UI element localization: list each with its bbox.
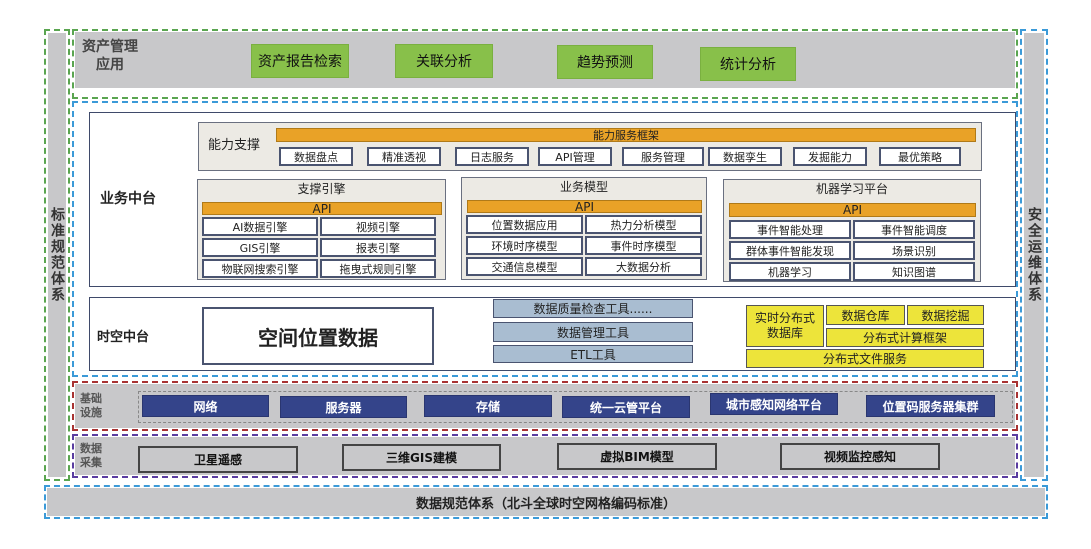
satellite-remote-sensing-button[interactable]: 卫星遥感: [138, 446, 298, 473]
infrastructure-frame: [72, 381, 1018, 431]
middle-platform-frame: [72, 101, 1018, 377]
unified-cloud-platform-button[interactable]: 统一云管平台: [562, 396, 690, 418]
support-engine-api-bar: API: [202, 202, 442, 216]
data-mining: 数据挖掘: [907, 305, 984, 325]
asset-app-title-line2: 应用: [96, 57, 124, 73]
trend-forecast-button[interactable]: 趋势预测: [557, 45, 653, 79]
location-code-server-cluster-button[interactable]: 位置码服务器集群: [866, 395, 995, 417]
ml-platform-cell: 知识图谱: [853, 262, 975, 281]
ml-platform-cell: 群体事件智能发现: [729, 241, 851, 260]
support-engine-title: 支撑引擎: [297, 181, 346, 196]
data-collection-label-line2: 采集: [80, 456, 102, 469]
business-model-cell: 事件时序模型: [585, 236, 702, 255]
etl-tool: ETL工具: [493, 345, 693, 363]
data-standard-frame: [44, 485, 1048, 519]
asset-app-layer: [75, 32, 1015, 88]
data-quality-tool: 数据质量检查工具......: [493, 299, 693, 318]
data-warehouse: 数据仓库: [826, 305, 905, 325]
server-button[interactable]: 服务器: [280, 396, 407, 418]
data-standard-label: 数据规范体系（北斗全球时空网格编码标准）: [47, 488, 1045, 516]
business-platform-label: 业务中台: [100, 191, 156, 207]
ml-platform-cell: 事件智能调度: [853, 220, 975, 239]
video-surveillance-button[interactable]: 视频监控感知: [780, 443, 940, 470]
infrastructure-inner-frame: [138, 391, 1013, 423]
capability-item: 发掘能力: [793, 147, 867, 166]
infrastructure-label: 基础 设施: [80, 392, 102, 420]
data-collection-label-line1: 数据: [80, 442, 102, 455]
capability-framework-bar: 能力服务框架: [276, 128, 976, 142]
capability-support-label: 能力支撑: [208, 138, 261, 153]
capability-item: 日志服务: [455, 147, 529, 166]
business-model-cell: 大数据分析: [585, 257, 702, 276]
support-engine-cell: GIS引擎: [202, 238, 318, 257]
asset-report-search-button[interactable]: 资产报告检索: [251, 44, 349, 78]
3d-gis-modeling-button[interactable]: 三维GIS建模: [342, 444, 501, 471]
capability-item: 精准透视: [367, 147, 441, 166]
support-engine-cell: 报表引擎: [320, 238, 436, 257]
ml-platform-title: 机器学习平台: [815, 181, 888, 196]
security-ops-frame: [1020, 29, 1048, 481]
spatiotemporal-platform-label: 时空中台: [97, 330, 150, 345]
distributed-compute-framework: 分布式计算框架: [826, 328, 984, 347]
realtime-distributed-db: 实时分布式数据库: [746, 305, 824, 347]
standards-pillar: 标准规范体系: [48, 33, 66, 477]
capability-item: API管理: [538, 147, 612, 166]
urban-sensing-network-button[interactable]: 城市感知网络平台: [710, 393, 838, 415]
business-model-title: 业务模型: [559, 179, 608, 194]
data-collection-label: 数据 采集: [80, 442, 102, 470]
standards-frame: [44, 29, 70, 481]
distributed-file-service: 分布式文件服务: [746, 349, 984, 368]
standards-label: 标准规范体系: [49, 207, 65, 303]
security-ops-pillar: 安全运维体系: [1024, 33, 1044, 477]
capability-item: 数据盘点: [279, 147, 353, 166]
data-collection-frame: [72, 434, 1018, 478]
business-model-cell: 热力分析模型: [585, 215, 702, 234]
network-button[interactable]: 网络: [142, 395, 269, 417]
business-model-cell: 位置数据应用: [466, 215, 583, 234]
asset-app-title-line1: 资产管理: [82, 39, 138, 55]
support-engine-cell: AI数据引擎: [202, 217, 318, 236]
asset-app-title: 资产管理 应用: [80, 38, 140, 74]
data-management-tool: 数据管理工具: [493, 322, 693, 342]
correlation-analysis-button[interactable]: 关联分析: [395, 44, 493, 78]
support-engine-cell: 拖曳式规则引擎: [320, 259, 436, 278]
asset-app-frame: [72, 29, 1018, 99]
security-ops-label: 安全运维体系: [1026, 207, 1042, 303]
business-model-cell: 交通信息模型: [466, 257, 583, 276]
business-model-api-bar: API: [467, 200, 702, 214]
infrastructure-label-line1: 基础: [80, 392, 102, 405]
business-model-cell: 环境时序模型: [466, 236, 583, 255]
capability-item: 服务管理: [622, 147, 704, 166]
infrastructure-label-line2: 设施: [80, 406, 102, 419]
statistical-analysis-button[interactable]: 统计分析: [700, 47, 796, 81]
ml-platform-cell: 场景识别: [853, 241, 975, 260]
support-engine-cell: 物联网搜索引擎: [202, 259, 318, 278]
capability-item: 数据孪生: [708, 147, 782, 166]
ml-platform-api-bar: API: [729, 203, 976, 217]
ml-platform-cell: 事件智能处理: [729, 220, 851, 239]
virtual-bim-model-button[interactable]: 虚拟BIM模型: [557, 443, 717, 470]
support-engine-cell: 视频引擎: [320, 217, 436, 236]
storage-button[interactable]: 存储: [424, 395, 552, 417]
spatial-location-data: 空间位置数据: [202, 307, 434, 365]
capability-item: 最优策略: [879, 147, 961, 166]
ml-platform-cell: 机器学习: [729, 262, 851, 281]
